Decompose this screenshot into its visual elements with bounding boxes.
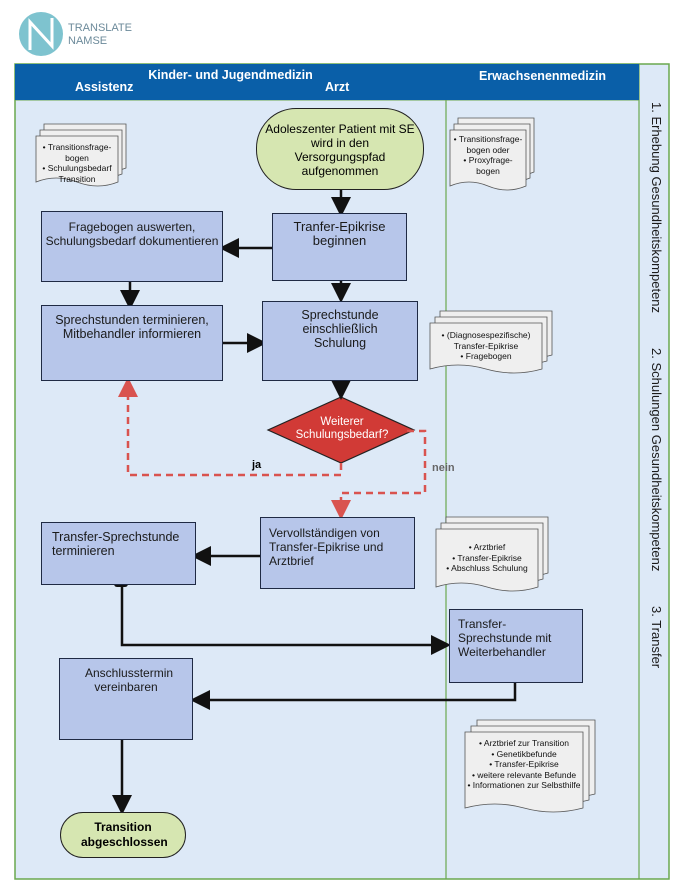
logo-line-2: NAMSE xyxy=(68,35,108,47)
box-transfer-weiter: Transfer-Sprechstunde mit Weiterbehandle… xyxy=(449,609,583,683)
doc-5-item: Transfer-Epikrise xyxy=(467,759,581,770)
box-termin-text: Sprechstunden terminieren, Mitbehandler … xyxy=(55,313,209,341)
label-nein: nein xyxy=(432,462,455,474)
doc-4-item: Transfer-Epikrise xyxy=(438,553,536,564)
logo-text: TRANSLATE NAMSE xyxy=(68,22,132,48)
start-node-text: Adoleszenter Patient mit SE wird in den … xyxy=(265,122,415,178)
box-anschluss-text: Anschlusstermin vereinbaren xyxy=(85,666,174,694)
header-arzt: Arzt xyxy=(325,80,350,94)
box-vervoll: Vervollständigen von Transfer-Epikrise u… xyxy=(260,517,415,589)
doc-5: Arztbrief zur TransitionGenetikbefundeTr… xyxy=(467,738,581,791)
box-sprechstunde: Sprechstunde einschließlich Schulung xyxy=(262,301,418,381)
box-vervoll-text: Vervollständigen von Transfer-Epikrise u… xyxy=(269,526,384,568)
doc-4-item: Arztbrief xyxy=(438,542,536,553)
box-transfer-weiter-text: Transfer-Sprechstunde mit Weiterbehandle… xyxy=(458,617,552,659)
doc-5-item: Informationen zur Selbsthilfe xyxy=(467,780,581,791)
doc-1-item: Transitionsfrage-bogen xyxy=(38,142,116,163)
box-fragebogen-text: Fragebogen auswerten, Schulungsbedarf do… xyxy=(45,220,219,248)
doc-3-item: Fragebogen xyxy=(432,351,540,362)
doc-3: (Diagnosespezifische) Transfer-EpikriseF… xyxy=(432,330,540,362)
phase-2-label: 2. Schulungen Gesundheitskompetenz xyxy=(649,348,664,572)
box-tranfer: Tranfer-Epikrise beginnen xyxy=(272,213,407,281)
logo-icon xyxy=(19,12,63,56)
doc-2-item: Proxyfrage-bogen xyxy=(452,155,524,176)
end-node: Transition abgeschlossen xyxy=(60,812,186,858)
box-anschluss: Anschlusstermin vereinbaren xyxy=(59,658,193,740)
header-erwachsenen: Erwachsenenmedizin xyxy=(446,64,639,100)
doc-5-item: weitere relevante Befunde xyxy=(467,770,581,781)
header-kinder-title: Kinder- und Jugendmedizin xyxy=(148,68,313,82)
doc-5-item: Arztbrief zur Transition xyxy=(467,738,581,749)
end-node-text: Transition abgeschlossen xyxy=(81,820,168,849)
phase-1-label: 1. Erhebung Gesundheitskompetenz xyxy=(649,102,664,314)
box-transfer-termin: Transfer-Sprechstunde terminieren xyxy=(41,522,196,585)
doc-2: Transitionsfrage-bogen oderProxyfrage-bo… xyxy=(452,134,524,176)
doc-4-item: Abschluss Schulung xyxy=(438,563,536,574)
header-kinder: Kinder- und Jugendmedizin xyxy=(15,64,446,100)
box-sprechstunde-text: Sprechstunde einschließlich Schulung xyxy=(301,308,379,350)
doc-2-item: Transitionsfrage-bogen oder xyxy=(452,134,524,155)
doc-1: Transitionsfrage-bogenSchulungsbedarf Tr… xyxy=(38,142,116,184)
logo-line-1: TRANSLATE xyxy=(68,22,132,34)
box-termin: Sprechstunden terminieren, Mitbehandler … xyxy=(41,305,223,381)
doc-3-item: (Diagnosespezifische) Transfer-Epikrise xyxy=(432,330,540,351)
label-ja: ja xyxy=(252,459,262,471)
box-tranfer-text: Tranfer-Epikrise beginnen xyxy=(293,219,386,248)
decision-text: Weiterer Schulungsbedarf? xyxy=(295,416,389,441)
box-fragebogen: Fragebogen auswerten, Schulungsbedarf do… xyxy=(41,211,223,282)
phase-3-label: 3. Transfer xyxy=(649,606,664,669)
box-transfer-termin-text: Transfer-Sprechstunde terminieren xyxy=(52,530,180,558)
start-node: Adoleszenter Patient mit SE wird in den … xyxy=(256,108,424,190)
header-assistenz: Assistenz xyxy=(75,80,134,94)
doc-5-item: Genetikbefunde xyxy=(467,749,581,760)
doc-1-item: Schulungsbedarf Transition xyxy=(38,163,116,184)
